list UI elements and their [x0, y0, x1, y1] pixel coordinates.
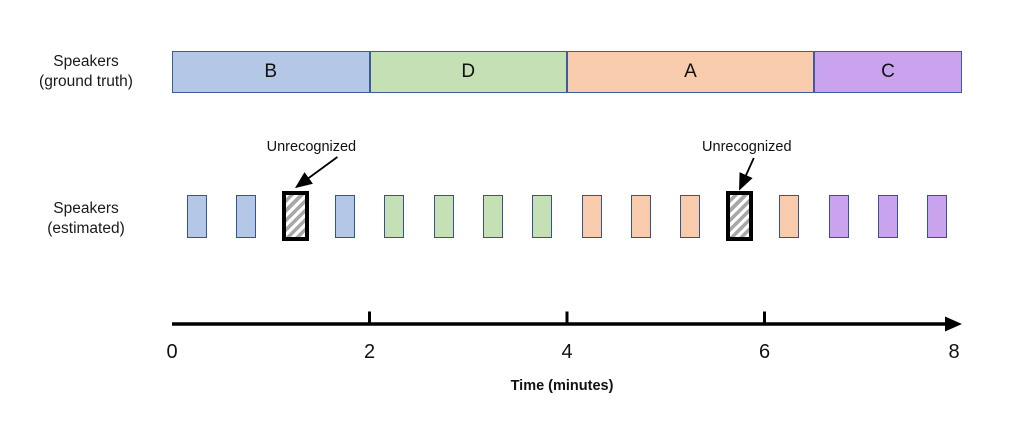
estimated-box	[877, 195, 898, 238]
estimated-row-label: Speakers (estimated)	[6, 199, 166, 239]
axis-tick-label: 2	[363, 341, 376, 363]
estimated-box	[334, 195, 355, 238]
unrecognized-arrow	[738, 157, 755, 191]
estimated-box	[532, 195, 553, 238]
axis-tick-label: 8	[948, 341, 960, 363]
estimated-box	[581, 195, 602, 238]
ground-truth-label-line2: (ground truth)	[39, 73, 133, 90]
estimated-label-line2: (estimated)	[47, 220, 125, 237]
ground-truth-label-line1: Speakers	[53, 53, 119, 70]
estimated-box-unrecognized	[281, 190, 309, 241]
estimated-box	[186, 195, 207, 238]
axis-arrowhead-icon	[945, 316, 962, 332]
time-axis-title: Time (minutes)	[510, 378, 614, 394]
estimated-box	[631, 195, 652, 238]
gt-segment-B: B	[172, 51, 370, 93]
unrecognized-label: Unrecognized	[266, 139, 357, 155]
estimated-box	[384, 195, 405, 238]
ground-truth-row-label: Speakers (ground truth)	[6, 52, 166, 92]
estimated-box	[927, 195, 948, 238]
axis-tick-label: 6	[758, 341, 771, 363]
time-axis	[172, 311, 962, 332]
unrecognized-arrow	[294, 156, 338, 189]
gt-segment-C: C	[813, 51, 962, 93]
gt-segment-A: A	[567, 51, 814, 93]
axis-tick-label: 0	[166, 341, 178, 363]
estimated-box-unrecognized	[726, 190, 754, 241]
axis-tick-label: 4	[561, 341, 573, 363]
estimated-box	[433, 195, 454, 238]
estimated-label-line1: Speakers	[53, 200, 119, 217]
gt-segment-D: D	[369, 51, 567, 93]
estimated-box	[828, 195, 849, 238]
unrecognized-arrows	[294, 156, 755, 191]
estimated-box	[680, 195, 701, 238]
estimated-box	[482, 195, 503, 238]
estimated-box	[236, 195, 257, 238]
estimated-box	[779, 195, 800, 238]
unrecognized-label: Unrecognized	[702, 139, 792, 155]
